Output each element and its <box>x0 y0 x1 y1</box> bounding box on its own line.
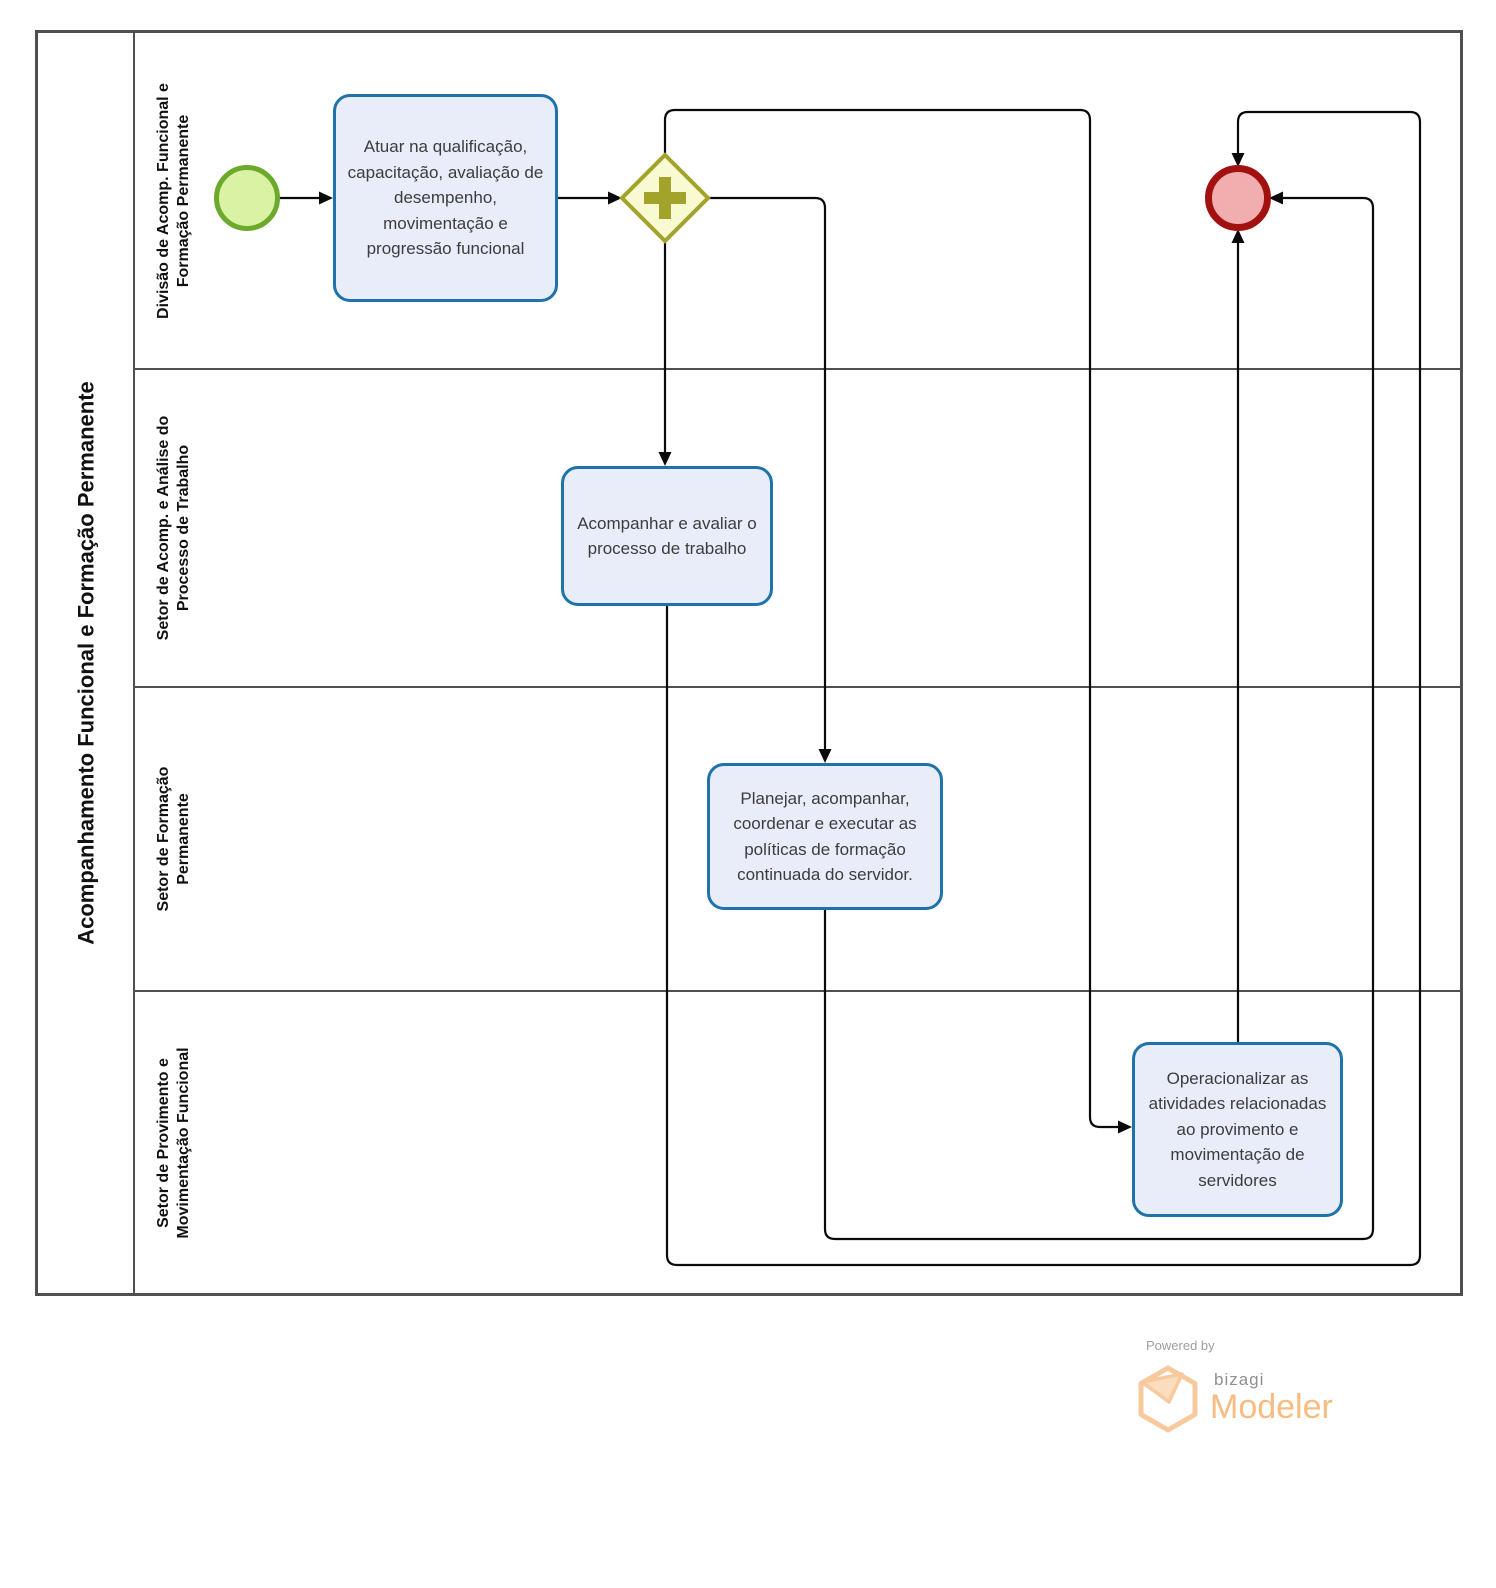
bizagi-modeler-logo: Powered by bizagi Modeler <box>1130 1338 1420 1443</box>
arrowhead <box>818 749 832 763</box>
task-label: Planejar, acompanhar, coordenar e execut… <box>733 788 917 885</box>
bizagi-hexagon-icon <box>1138 1365 1198 1433</box>
task-acompanhar: Acompanhar e avaliar o processo de traba… <box>561 466 773 606</box>
lane-setor-acomp-analise: Setor de Acomp. e Análise do Processo de… <box>135 370 1460 688</box>
lane-divisao-acomp: Divisão de Acomp. Funcional e Formação P… <box>135 33 1460 370</box>
sequence-flow-gateway-to-operacionalizar <box>663 108 1120 1129</box>
plus-icon <box>644 177 686 219</box>
arrowhead <box>1231 229 1245 243</box>
sequence-flow-acompanhar-to-end <box>665 110 1422 1267</box>
modeler-label: Modeler <box>1210 1388 1333 1426</box>
end-event <box>1205 165 1271 231</box>
task-label: Operacionalizar as atividades relacionad… <box>1148 1068 1327 1190</box>
arrowhead <box>608 191 622 205</box>
task-atuar: Atuar na qualificação, capacitação, aval… <box>333 94 558 302</box>
task-label: Atuar na qualificação, capacitação, aval… <box>347 137 544 259</box>
bizagi-label: bizagi <box>1214 1370 1265 1389</box>
arrowhead <box>658 452 672 466</box>
pool-header: Acompanhamento Funcional e Formação Perm… <box>38 33 135 1293</box>
powered-by-label: Powered by <box>1146 1338 1215 1353</box>
parallel-gateway <box>619 152 711 244</box>
arrowhead <box>1231 153 1245 167</box>
task-planejar: Planejar, acompanhar, coordenar e execut… <box>707 763 943 910</box>
arrowhead <box>319 191 333 205</box>
pool: Acompanhamento Funcional e Formação Perm… <box>35 30 1463 1296</box>
start-event <box>214 165 280 231</box>
sequence-flow-planejar-to-end <box>823 196 1375 1241</box>
task-operacionalizar: Operacionalizar as atividades relacionad… <box>1132 1042 1343 1217</box>
arrowhead <box>1269 191 1283 205</box>
arrowhead <box>1118 1120 1132 1134</box>
sequence-flow-gateway-to-planejar <box>708 196 827 751</box>
lanes: Divisão de Acomp. Funcional e Formação P… <box>135 33 1460 1293</box>
lane-setor-formacao: Setor de Formação Permanente <box>135 688 1460 992</box>
task-label: Acompanhar e avaliar o processo de traba… <box>577 513 757 559</box>
